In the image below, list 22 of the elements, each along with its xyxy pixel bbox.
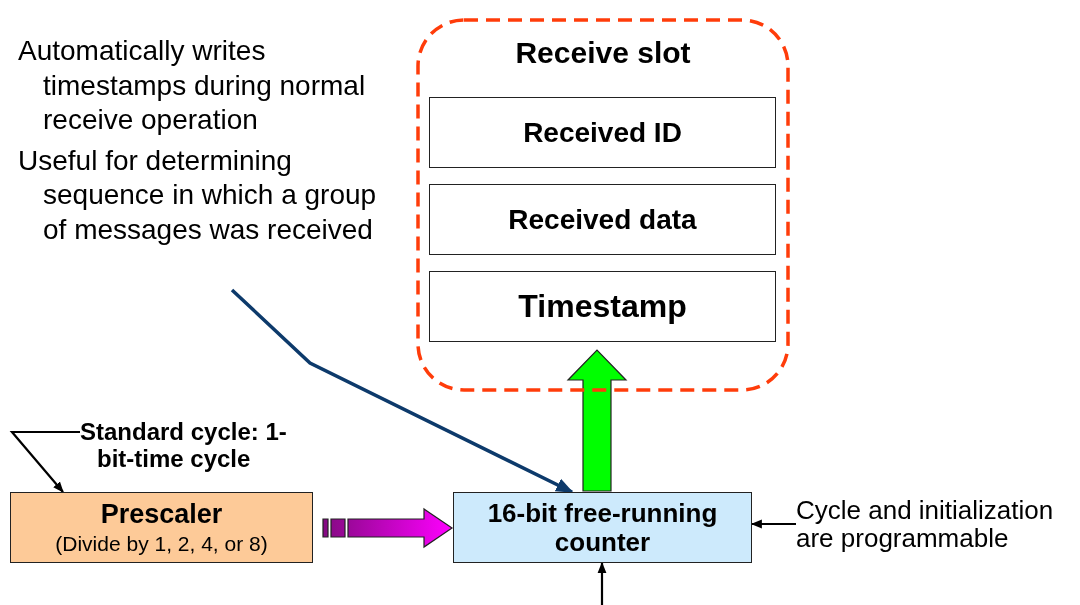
note-text: Automatically writes timestamps during normal receive operation <box>18 34 367 137</box>
field-label: Timestamp <box>518 288 687 325</box>
arrow <box>750 519 796 529</box>
register-field <box>429 271 776 342</box>
register-field <box>429 184 776 255</box>
note-text: Useful for determining sequence in which a group of messages was received <box>18 143 378 247</box>
group-title: Receive slot <box>514 36 692 70</box>
field-label: Received data <box>508 203 697 236</box>
field-label: Received ID <box>523 116 682 149</box>
block-title: Prescaler <box>99 498 224 531</box>
block-arrow <box>566 349 628 492</box>
input-arrow <box>597 561 607 605</box>
prescaler-box <box>10 492 313 563</box>
counter-box <box>453 492 752 563</box>
cycle-note: Standard cycle: 1-bit-time cycle <box>80 418 288 472</box>
note-text: Cycle and initialization are programmable <box>796 496 1055 552</box>
leader-line <box>230 288 574 494</box>
arrow <box>9 430 80 493</box>
block-arrow <box>322 507 454 549</box>
block-title: 16-bit free-running counter <box>486 499 719 557</box>
block-subtitle: (Divide by 1, 2, 4, or 8) <box>54 531 269 557</box>
register-field <box>429 97 776 168</box>
